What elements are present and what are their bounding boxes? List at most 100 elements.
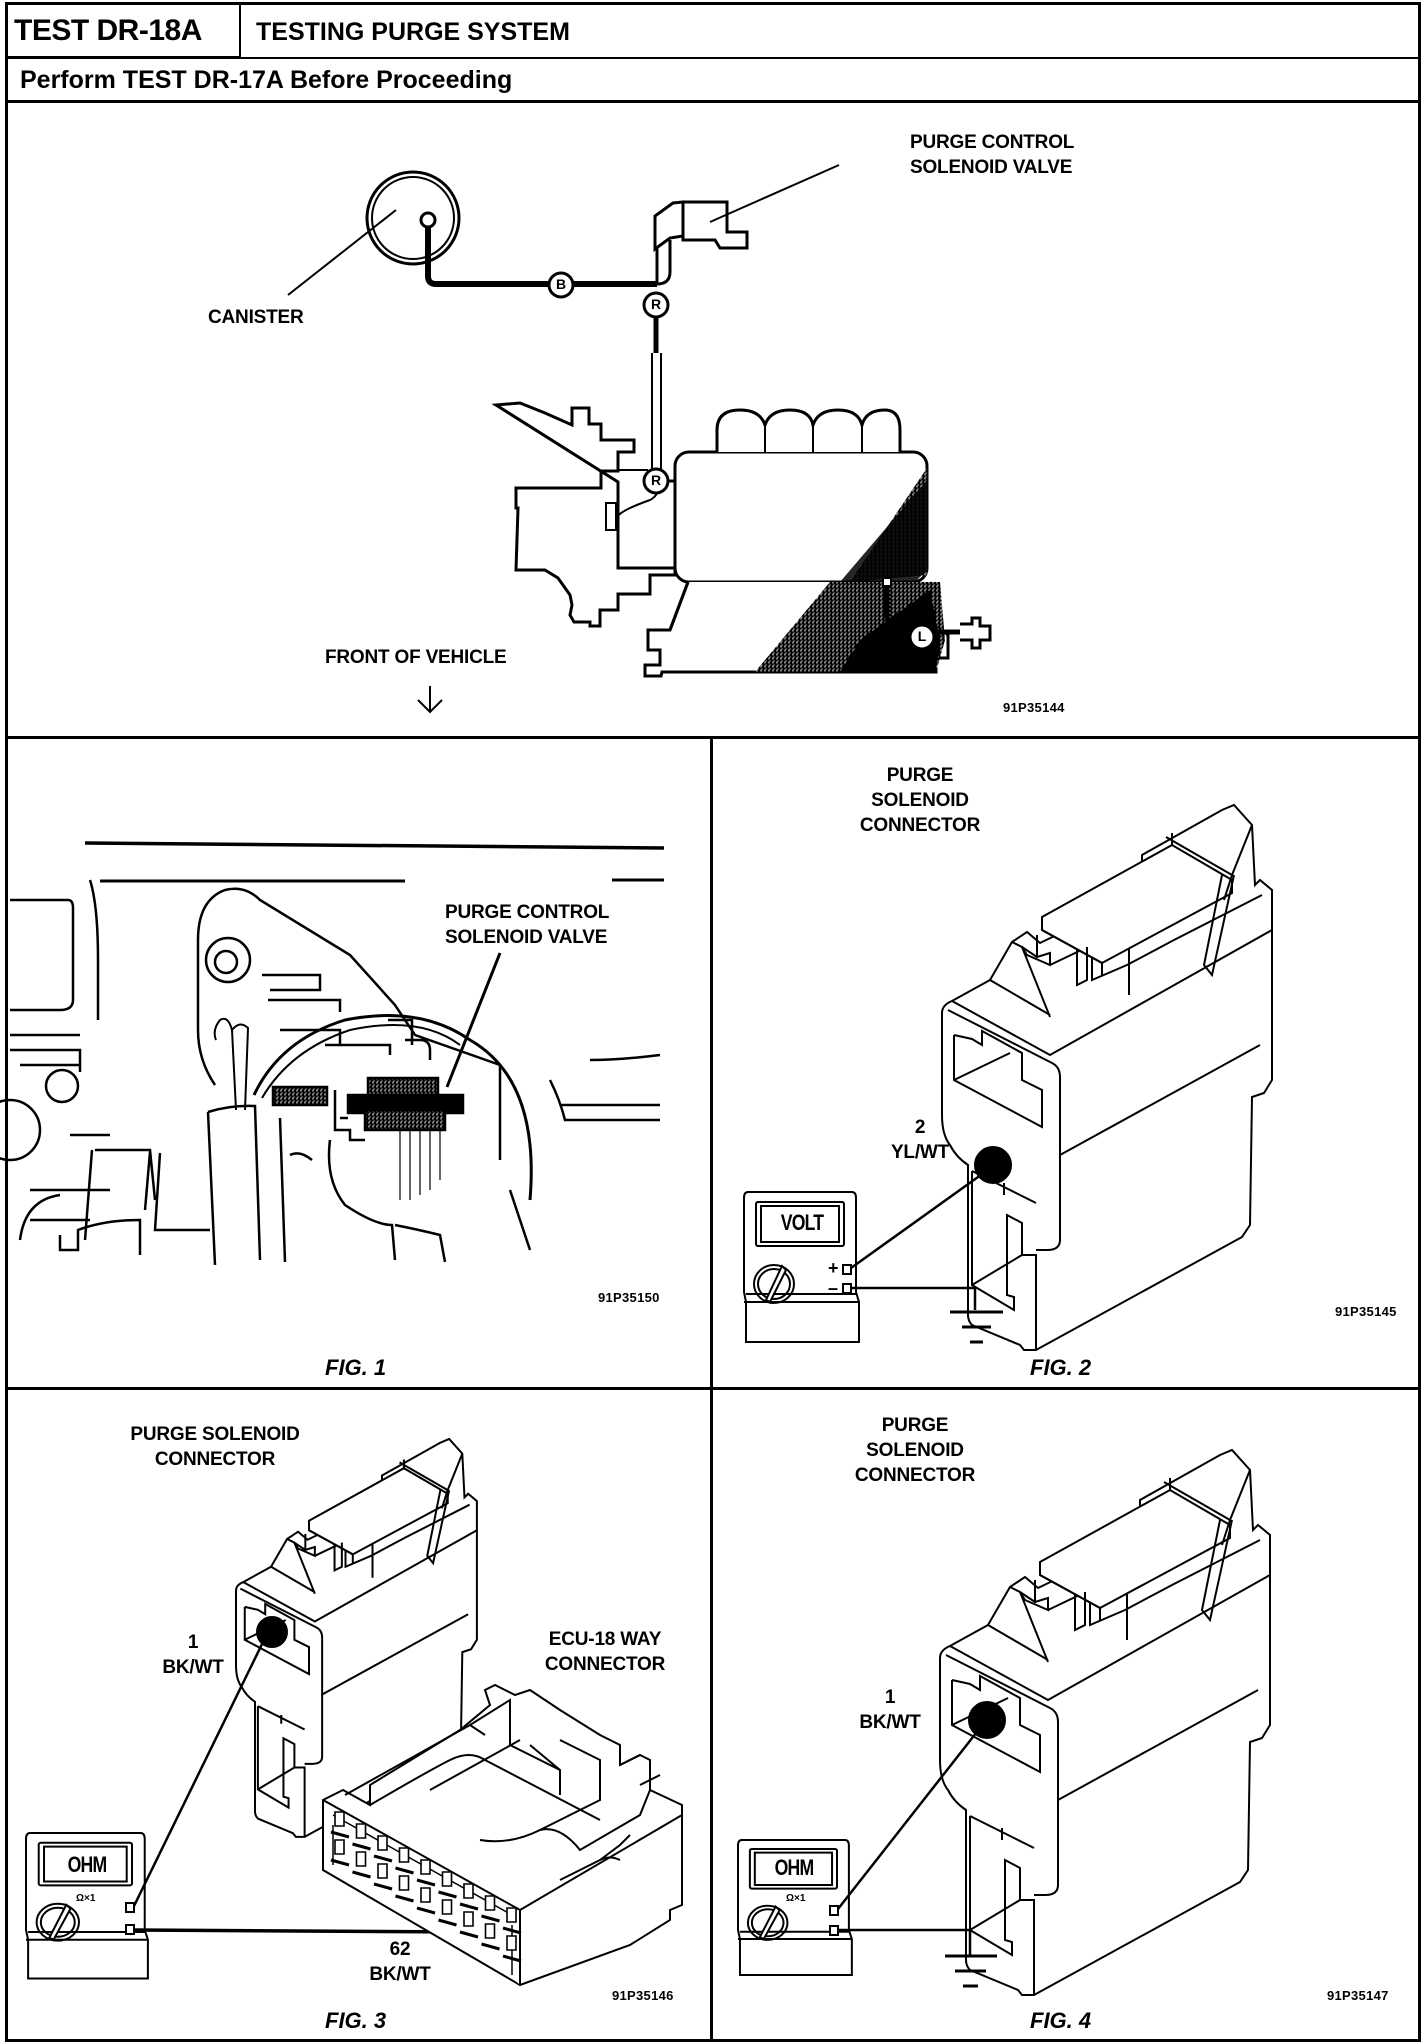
fig2-pin-wire: YL/WT bbox=[890, 1142, 950, 1163]
fig3-connector-label-line2: CONNECTOR bbox=[154, 1449, 276, 1470]
ecu-pin-cavity bbox=[357, 1824, 366, 1838]
fig3-ecu-label-line1: ECU-18 WAY bbox=[548, 1629, 662, 1650]
canister-label: CANISTER bbox=[208, 307, 304, 328]
fig4-connector-label-line3: CONNECTOR bbox=[854, 1465, 976, 1486]
ecu-pin-latch bbox=[396, 1868, 414, 1873]
down-arrow-icon bbox=[418, 686, 442, 712]
fig4-meter-display: OHM bbox=[774, 1855, 814, 1880]
overview-valve-label-line2: SOLENOID VALVE bbox=[910, 157, 1073, 178]
ecu-pin-latch bbox=[417, 1908, 435, 1913]
fig1-bolt-left bbox=[46, 1070, 78, 1102]
fig2-figure-id: 91P35145 bbox=[1335, 1304, 1397, 1319]
fig4-pin-number: 1 bbox=[884, 1687, 896, 1708]
fig1-valve-label: PURGE CONTROL SOLENOID VALVE bbox=[445, 900, 609, 950]
ecu-pin-latch bbox=[482, 1916, 500, 1921]
fig3-caption: FIG. 3 bbox=[325, 2008, 387, 2033]
fig3-lead-to-pin1 bbox=[134, 1638, 265, 1906]
ecu-pin-cavity bbox=[335, 1840, 344, 1854]
ecu-pin-latch bbox=[503, 1928, 521, 1933]
page-title: TESTING PURGE SYSTEM bbox=[256, 18, 570, 46]
fig2-caption: FIG. 2 bbox=[1030, 1355, 1092, 1380]
fig4-connector-label-line2: SOLENOID bbox=[866, 1440, 964, 1461]
fig3-ecu-label: ECU-18 WAY CONNECTOR bbox=[525, 1627, 685, 1677]
ecu-pin-cavity bbox=[443, 1900, 452, 1914]
ecu-pin-cavity bbox=[507, 1908, 516, 1922]
fig1-left-ring bbox=[0, 1100, 40, 1160]
fig2-meter-plus: + bbox=[828, 1258, 839, 1278]
ecu-pin-cavity bbox=[486, 1896, 495, 1910]
fig2-pin-number: 2 bbox=[914, 1117, 926, 1138]
ecu-pin-cavity bbox=[464, 1912, 473, 1926]
fig4-connector-label-line1: PURGE bbox=[881, 1415, 949, 1436]
ecu-pin-cavity bbox=[357, 1852, 366, 1866]
ecu-pin-latch bbox=[374, 1884, 392, 1889]
ecu-pin-cavity bbox=[486, 1924, 495, 1938]
fig1-leader bbox=[447, 953, 500, 1087]
purge-hose bbox=[428, 227, 657, 284]
fig3-meter-display: OHM bbox=[67, 1852, 107, 1877]
fig1-bracket bbox=[198, 889, 500, 1160]
fig3-pin-number: 1 bbox=[187, 1632, 199, 1653]
fig3-lead-to-ecu bbox=[134, 1930, 470, 1932]
hose-marker-r-upper-label: R bbox=[650, 296, 662, 312]
fig2-pin-label: 2 YL/WT bbox=[870, 1115, 970, 1165]
fig3-ecu-pin-label: 62 BK/WT bbox=[350, 1937, 450, 1987]
fig3-ecu-label-line2: CONNECTOR bbox=[544, 1654, 666, 1675]
fig4-figure-id: 91P35147 bbox=[1327, 1988, 1389, 2003]
fig3-figure-id: 91P35146 bbox=[612, 1988, 674, 2003]
fig1-valve-label-line2: SOLENOID VALVE bbox=[445, 927, 608, 948]
hose-marker-r-lower-label: R bbox=[650, 472, 662, 488]
ecu-pin-cavity bbox=[421, 1888, 430, 1902]
fig2-ground-icon bbox=[950, 1312, 1003, 1342]
front-of-vehicle-label: FRONT OF VEHICLE bbox=[325, 647, 507, 668]
fig3-pin-wire: BK/WT bbox=[162, 1657, 224, 1678]
ecu-pin-latch bbox=[396, 1896, 414, 1901]
fig1-valve-label-line1: PURGE CONTROL bbox=[445, 902, 610, 923]
overview-valve-label: PURGE CONTROL SOLENOID VALVE bbox=[910, 130, 1074, 180]
ecu-pin-latch bbox=[439, 1920, 457, 1925]
fig2-connector-label: PURGE SOLENOID CONNECTOR bbox=[830, 763, 1010, 838]
ecu-pin-cavity bbox=[464, 1884, 473, 1898]
hose-marker-b-label: B bbox=[555, 276, 567, 292]
fig3-meter-range: Ω×1 bbox=[76, 1893, 96, 1904]
page-frame bbox=[5, 2, 1421, 2042]
page-subtitle: Perform TEST DR-17A Before Proceeding bbox=[20, 66, 513, 94]
overview-divider bbox=[5, 736, 1421, 739]
fig1-figure-id: 91P35150 bbox=[598, 1290, 660, 1305]
fig3-ecu-pin-number: 62 bbox=[389, 1939, 411, 1960]
fig4-lead-to-ground bbox=[838, 1930, 970, 1955]
fig4-lead-to-pin1 bbox=[838, 1728, 980, 1909]
fig4-caption: FIG. 4 bbox=[1030, 2008, 1092, 2033]
ecu-pin-cavity bbox=[400, 1848, 409, 1862]
test-id: TEST DR-18A bbox=[6, 4, 241, 58]
fig2-connector-label-line2: SOLENOID bbox=[871, 790, 969, 811]
ecu-pin-cavity bbox=[335, 1812, 344, 1826]
ecu-pin-latch bbox=[353, 1844, 371, 1849]
purge-valve-icon bbox=[655, 202, 747, 249]
fig2-meter-display: VOLT bbox=[780, 1210, 824, 1235]
ecu-pin-latch bbox=[331, 1860, 349, 1865]
ecu-pin-latch bbox=[353, 1872, 371, 1877]
hose-marker-l bbox=[910, 625, 934, 649]
subtitle-divider bbox=[5, 100, 1421, 103]
fig1-caption: FIG. 1 bbox=[325, 1355, 387, 1380]
ecu-pin-cavity bbox=[400, 1876, 409, 1890]
fig2-connector-label-line3: CONNECTOR bbox=[859, 815, 981, 836]
ecu-pin-cavity bbox=[378, 1836, 387, 1850]
fig2-negative-lead bbox=[851, 1288, 975, 1310]
fig3-pin-label: 1 BK/WT bbox=[143, 1630, 243, 1680]
fig3-ecu-connector bbox=[323, 1685, 682, 1985]
ecu-pin-cavity bbox=[421, 1860, 430, 1874]
fig3-connector-label-line1: PURGE SOLENOID bbox=[130, 1424, 300, 1445]
figure-column-divider bbox=[710, 736, 713, 2042]
purge-valve-leader bbox=[710, 165, 839, 222]
ecu-pin-latch bbox=[439, 1892, 457, 1897]
ecu-pin-cavity bbox=[378, 1864, 387, 1878]
fig2-connector-label-line1: PURGE bbox=[886, 765, 954, 786]
ecu-pin-latch bbox=[417, 1880, 435, 1885]
ecu-pin-latch bbox=[460, 1904, 478, 1909]
ecu-pin-latch bbox=[503, 1956, 521, 1961]
